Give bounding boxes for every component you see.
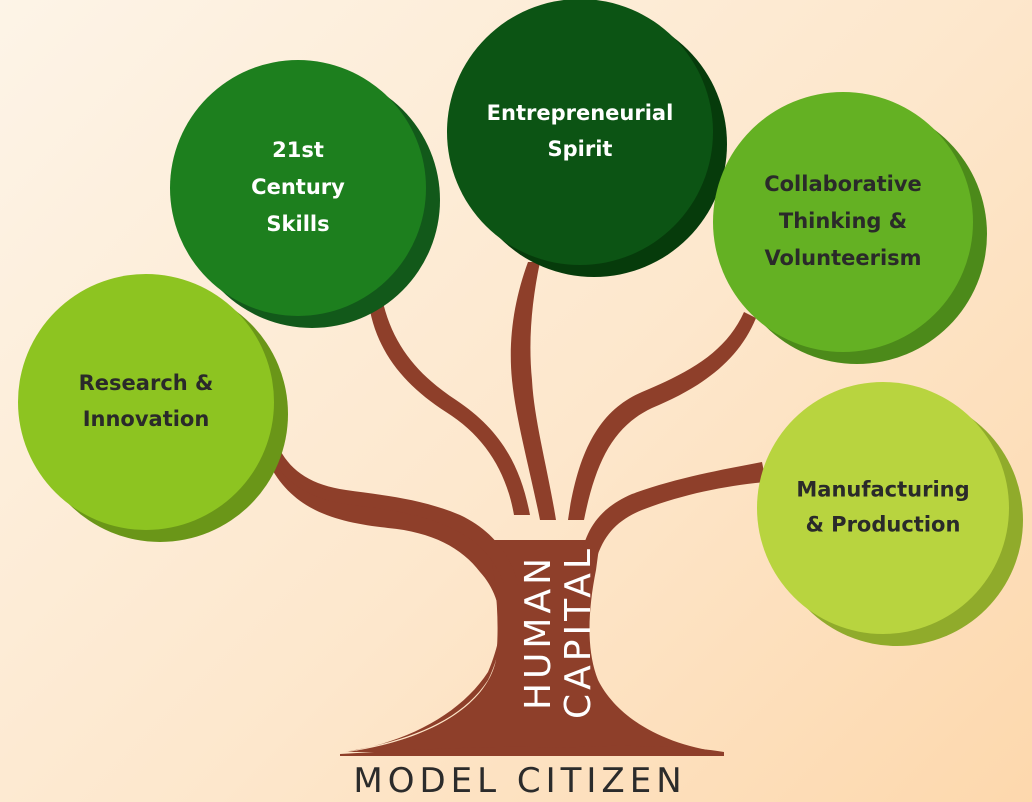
branch-entrepreneurial <box>510 262 556 520</box>
trunk-label-line1: HUMAN <box>518 554 559 710</box>
node-collaborative-circle <box>713 92 973 352</box>
tree-roots <box>340 745 724 756</box>
node-skills-label-line-3: Skills <box>266 212 329 236</box>
branch-skills <box>368 298 530 515</box>
trunk-label-line2: CAPITAL <box>558 545 599 719</box>
node-manufacturing-label-line-2: & Production <box>806 513 961 537</box>
node-entrepreneurial-label-line-2: Spirit <box>548 137 613 161</box>
branch-nodes: Research &Innovation21stCenturySkillsEnt… <box>18 0 1023 646</box>
node-manufacturing: Manufacturing & Production <box>757 382 1023 646</box>
trunk-label: HUMAN CAPITAL <box>518 545 599 719</box>
node-research-label-line-2: Innovation <box>83 407 210 431</box>
branch-manufacturing <box>580 462 766 560</box>
node-skills-circle <box>170 60 426 316</box>
tree-trunk-main <box>348 540 720 752</box>
node-research: Research & Innovation <box>18 274 288 542</box>
node-research-circle <box>18 274 274 530</box>
node-collaborative-label-line-3: Volunteerism <box>764 246 921 270</box>
node-skills-label-line-1: 21st <box>272 138 324 162</box>
node-manufacturing-circle <box>757 382 1009 634</box>
node-skills-label-line-2: Century <box>251 175 345 199</box>
tree-trunk <box>268 458 504 752</box>
tree <box>268 262 766 756</box>
node-manufacturing-label-line-1: Manufacturing <box>796 478 969 502</box>
node-collaborative-label-line-1: Collaborative <box>764 172 922 196</box>
node-research-label-line-1: Research & <box>79 371 214 395</box>
caption: MODEL CITIZEN <box>353 761 686 801</box>
branch-collaborative <box>568 312 756 520</box>
node-entrepreneurial-circle <box>447 0 713 265</box>
node-collaborative-label-line-2: Thinking & <box>779 209 907 233</box>
node-entrepreneurial-label-line-1: Entrepreneurial <box>487 101 674 125</box>
